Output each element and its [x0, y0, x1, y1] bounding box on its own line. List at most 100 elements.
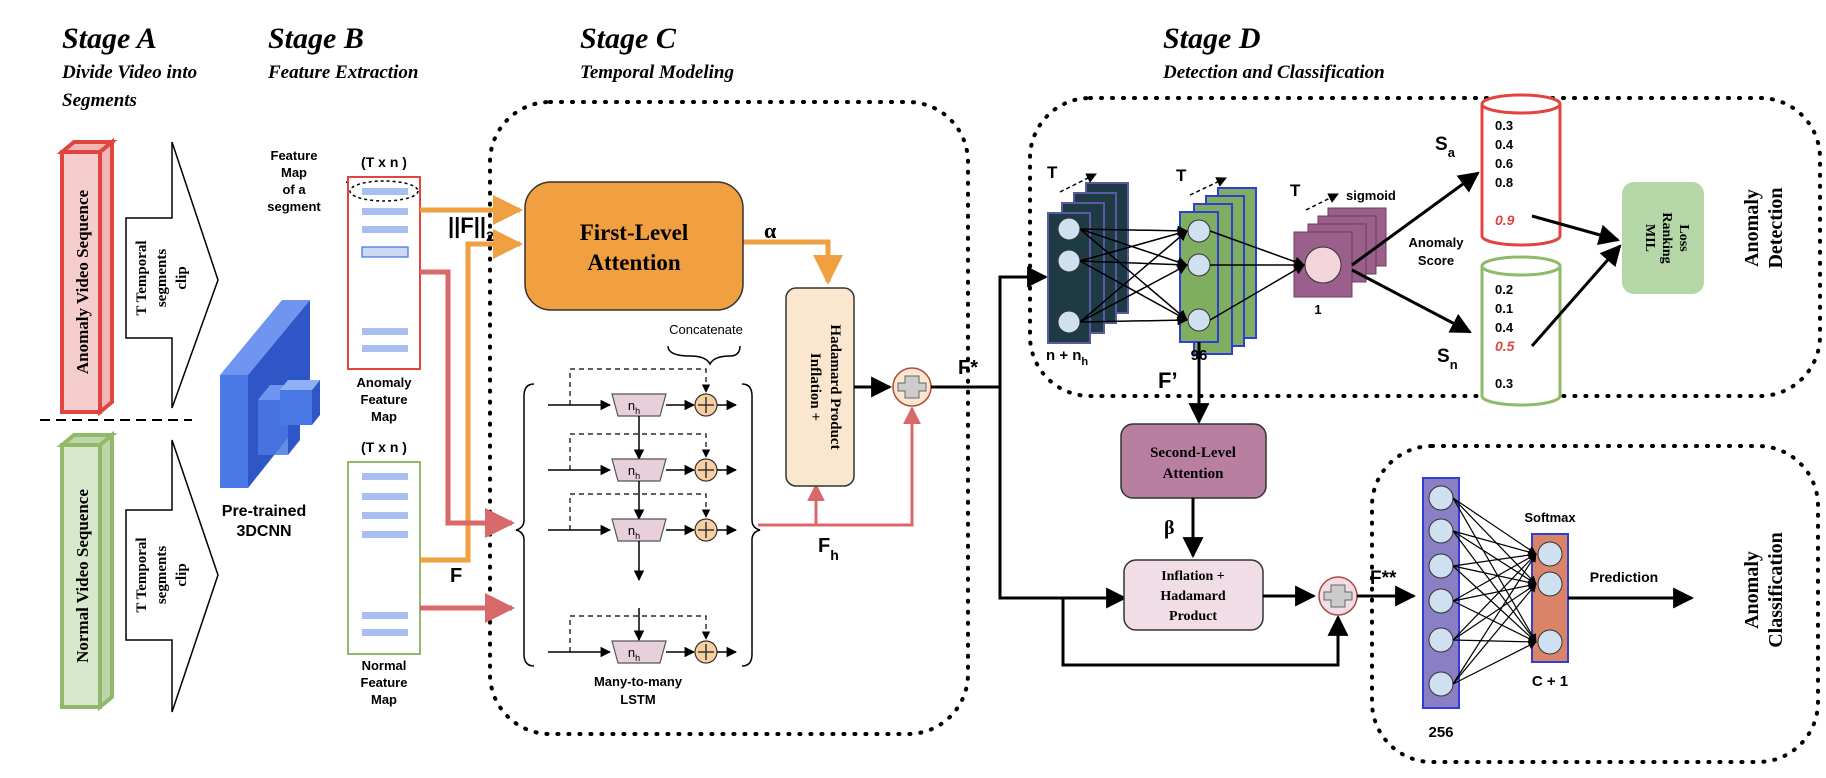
classification-boundary [1370, 444, 1820, 764]
orange-feature-paths [420, 195, 843, 563]
lstm-cell-label: nh [628, 645, 640, 663]
dense-connection [1079, 228, 1189, 262]
classifier-connection [1452, 553, 1537, 641]
softmax-label: Softmax [1524, 510, 1576, 525]
lstm-skip-connection [569, 493, 711, 530]
lstm-row: nh [548, 368, 738, 461]
svg-text:LSTM: LSTM [620, 692, 655, 707]
layer-256-label: 256 [1428, 724, 1453, 741]
svg-text:Feature: Feature [361, 675, 408, 690]
layer-c-label: C + 1 [1532, 673, 1568, 690]
first-level-attention: First-Level Attention [524, 181, 744, 311]
svg-text:Ranking: Ranking [1659, 212, 1674, 263]
fh-label: Fh [818, 535, 839, 563]
norm-label: ||F||2 [448, 213, 494, 244]
feature-map-annotation: Feature Map of a segment [267, 148, 363, 214]
beta-label: β [1164, 517, 1175, 539]
second-level-attention: Second-Level Attention [1120, 423, 1267, 499]
classifier-connection [1452, 497, 1537, 643]
svg-text:segment: segment [267, 199, 321, 214]
lstm-cell [611, 518, 667, 542]
anomaly-score-bag: 0.3 0.4 0.6 0.8 0.9 [1480, 93, 1562, 247]
classifier-256-nodes [1428, 485, 1454, 697]
pretrained-3dcnn: Pre-trained 3DCNN [220, 300, 320, 540]
stage-a-title: Stage A [62, 22, 157, 55]
score-arrow-anomaly [1351, 171, 1480, 267]
f-double-star-label: F** [1370, 568, 1397, 589]
detection-layer-2 [1179, 187, 1257, 355]
stage-b-subtitle: Feature Extraction [267, 62, 418, 83]
softmax-node [1537, 629, 1563, 655]
cnn-label-1: Pre-trained [222, 503, 306, 520]
concatenate-label: Concatenate [669, 322, 743, 337]
lstm-cell-label: nh [628, 463, 640, 481]
normal-segments-line2: segments [154, 546, 170, 604]
softmax-node [1537, 571, 1563, 597]
dense-connection [1079, 260, 1188, 321]
normal-sequence-label: Normal Video Sequence [73, 489, 92, 663]
layer3-t-label: T [1290, 181, 1301, 200]
detection-connections [1079, 225, 1306, 326]
svg-text:0.3: 0.3 [1495, 376, 1513, 391]
lstm-cell-label: nh [628, 398, 640, 416]
lstm-cell-label: nh [628, 523, 640, 541]
svg-text:0.4: 0.4 [1495, 320, 1514, 335]
anomaly-segments-line1: T Temporal [134, 240, 150, 315]
classifier-connection [1452, 553, 1537, 685]
svg-text:0.3: 0.3 [1495, 118, 1513, 133]
svg-text:0.4: 0.4 [1495, 137, 1514, 152]
classifier-connections [1452, 497, 1537, 685]
anomaly-sequence-label: Anomaly Video Sequence [73, 189, 92, 374]
anomaly-video-sequence: Anomaly Video Sequence [56, 137, 118, 417]
svg-text:Feature: Feature [361, 392, 408, 407]
softmax-node [1537, 541, 1563, 567]
classifier-node [1428, 553, 1454, 579]
layer3-depth-arrow [1305, 193, 1339, 211]
classifier-connection [1452, 497, 1537, 585]
classifier-softmax-nodes [1537, 541, 1563, 655]
normal-map-dims: (T x n ) [361, 439, 407, 455]
classifier-connection [1452, 565, 1537, 643]
prediction-label: Prediction [1590, 569, 1658, 585]
anomaly-top-score: 0.9 [1495, 212, 1515, 228]
classifier-connection [1452, 583, 1537, 685]
classifier-connection [1452, 637, 1537, 647]
combine-add-1 [892, 367, 932, 407]
stage-d-header: Stage D Detection and Classification [1162, 22, 1385, 83]
anomaly-to-mil-arrow [1531, 214, 1621, 246]
classifier-connection [1452, 530, 1537, 585]
normal-segments-arrow: T Temporal segments clip [125, 439, 219, 713]
svg-text:Loss: Loss [1676, 224, 1691, 252]
classifier-connection [1452, 641, 1537, 685]
svg-text:0.6: 0.6 [1495, 156, 1513, 171]
concat-plus [698, 462, 714, 478]
lstm-row: nh [548, 493, 738, 582]
detection-layer-3 [1293, 207, 1387, 298]
classifier-connection [1452, 550, 1537, 567]
normal-video-sequence: Normal Video Sequence [56, 430, 118, 712]
stage-d-subtitle: Detection and Classification [1162, 62, 1385, 83]
normal-segments-line3: clip [174, 563, 190, 586]
detection-layer-1 [1047, 182, 1129, 344]
anomaly-map-dims: (T x n ) [361, 154, 407, 170]
mil-ranking-loss: MIL Ranking Loss [1622, 182, 1704, 294]
f-label: F [450, 565, 462, 587]
lstm-row: nh [548, 615, 738, 664]
classifier-node [1428, 627, 1454, 653]
concat-plus [698, 644, 714, 660]
svg-text:Attention: Attention [587, 250, 680, 275]
dense-connection [1079, 225, 1189, 237]
concat-plus [698, 522, 714, 538]
classifier-layer-softmax [1531, 533, 1569, 663]
anomaly-segments-arrow: T Temporal segments clip [125, 141, 219, 409]
normal-score-bag: 0.2 0.1 0.4 0.5 0.3 [1480, 255, 1562, 407]
svg-text:Map: Map [281, 165, 307, 180]
svg-text:of a: of a [282, 182, 306, 197]
stage-c-boundary [488, 100, 970, 736]
alpha-label: α [764, 218, 777, 243]
lstm-skip-connection [569, 615, 711, 652]
classifier-connection [1452, 565, 1537, 587]
svg-text:Map: Map [371, 692, 397, 707]
svg-text:Inflation +: Inflation + [1161, 569, 1225, 584]
lstm-cell [611, 393, 667, 417]
